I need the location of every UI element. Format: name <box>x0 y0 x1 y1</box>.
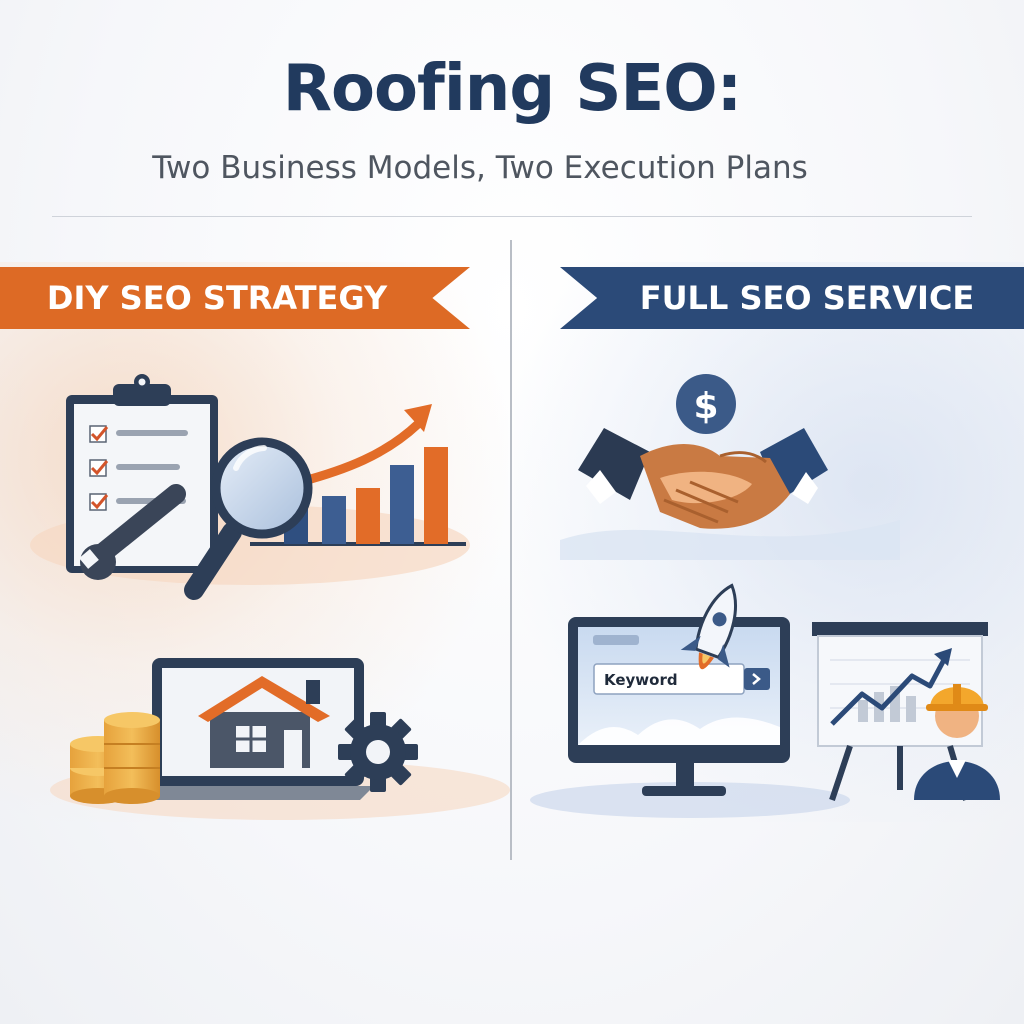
gear-icon <box>338 712 418 792</box>
monitor-search-icon: Keyword <box>530 617 850 818</box>
growth-chart-icon <box>250 404 466 546</box>
diy-banner: DIY SEO STRATEGY <box>0 267 470 329</box>
service-banner-label: FULL SEO SERVICE <box>639 279 975 317</box>
center-divider <box>510 240 512 860</box>
header-rule <box>52 216 972 217</box>
laptop-house-icon <box>50 658 510 820</box>
service-banner: FULL SEO SERVICE <box>560 267 1024 329</box>
dollar-symbol: $ <box>693 386 718 427</box>
dollar-coin-icon: $ <box>676 374 736 434</box>
roofer-worker-icon <box>914 684 1000 800</box>
coin-stack-icon <box>70 712 160 804</box>
rocket-icon <box>680 583 737 670</box>
page-subtitle: Two Business Models, Two Execution Plans <box>152 150 808 186</box>
page-title: Roofing SEO: <box>282 52 742 126</box>
magnifier-icon <box>184 437 313 600</box>
keyword-search-text: Keyword <box>604 671 678 689</box>
diy-banner-label: DIY SEO STRATEGY <box>46 279 388 317</box>
handshake-icon <box>560 428 900 560</box>
wrench-icon <box>79 484 186 580</box>
